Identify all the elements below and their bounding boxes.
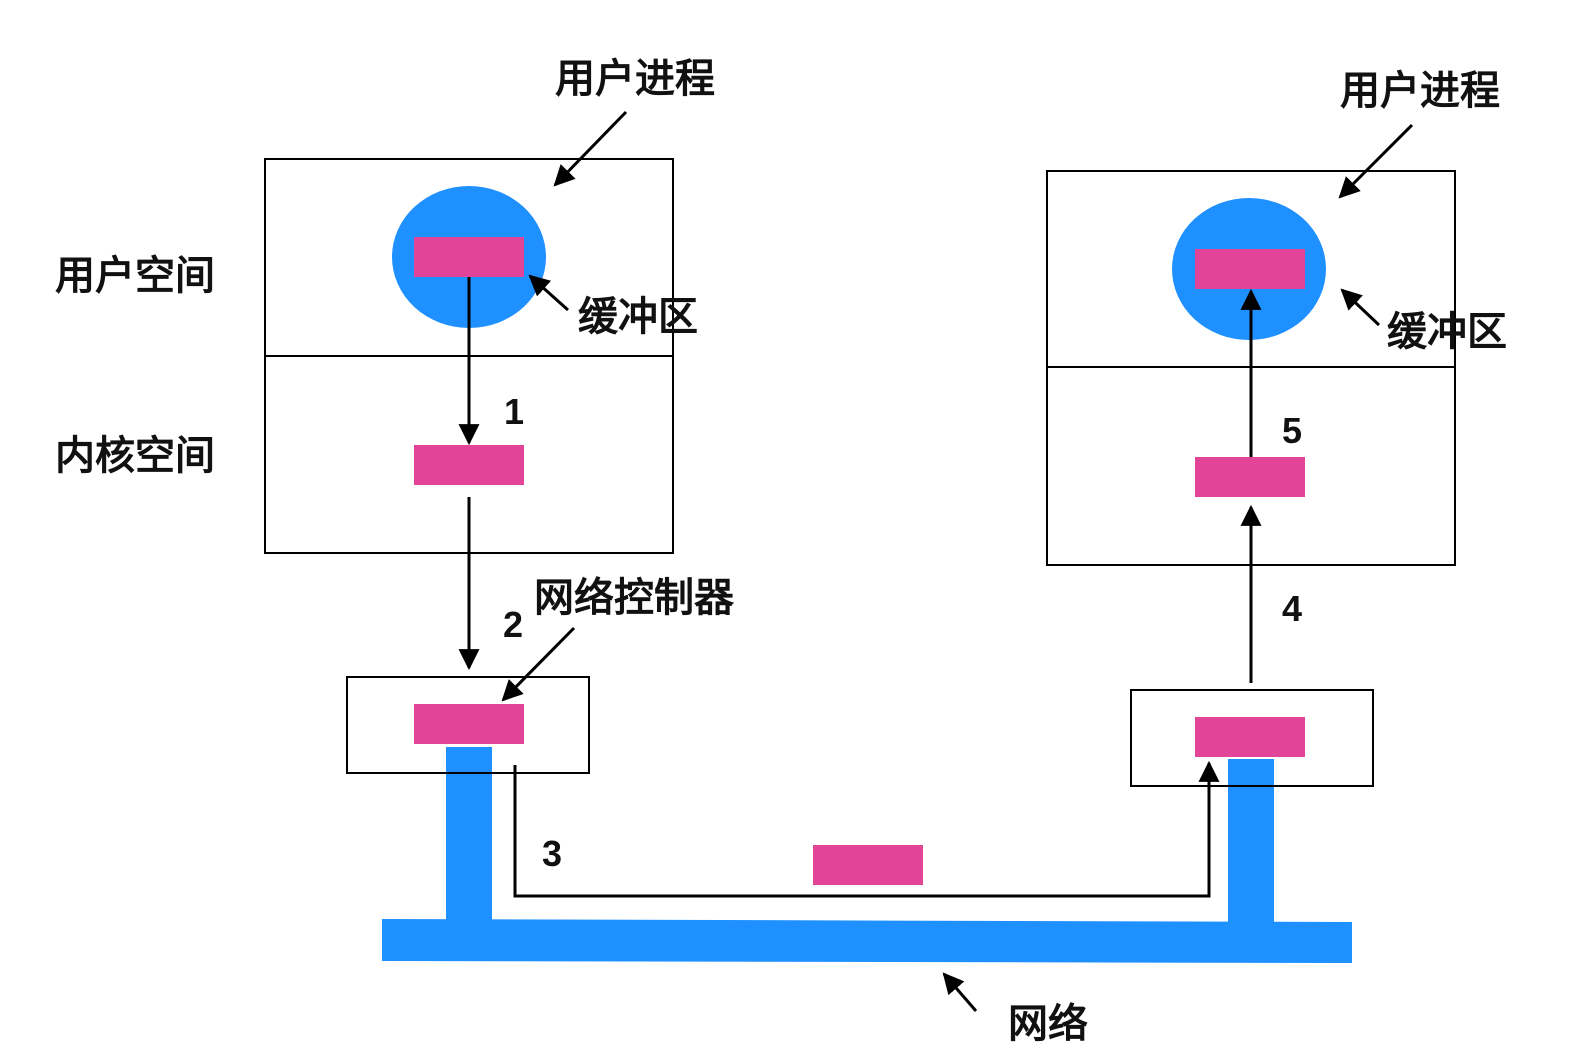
right-user-process-label: 用户进程 xyxy=(1340,68,1500,114)
in-transit-packet xyxy=(813,845,923,885)
right-controller-buffer xyxy=(1195,717,1305,757)
left-user-buffer xyxy=(414,237,524,277)
left-controller-frame xyxy=(346,676,590,774)
right-controller-frame xyxy=(1130,689,1374,787)
right-process-pointer-arrow xyxy=(1338,123,1414,199)
right-buffer-pointer-arrow xyxy=(1340,288,1381,327)
right-buffer-label: 缓冲区 xyxy=(1387,309,1507,355)
right-network-drop xyxy=(1228,759,1274,929)
left-network-drop xyxy=(446,747,492,927)
left-kernel-buffer xyxy=(414,445,524,485)
right-kernel-buffer xyxy=(1195,457,1305,497)
left-network-controller xyxy=(346,676,590,774)
step-3-arrow xyxy=(513,760,1220,898)
step-5-label: 5 xyxy=(1282,410,1302,451)
network-controller-label: 网络控制器 xyxy=(534,575,735,621)
network-pointer-arrow xyxy=(942,972,978,1012)
network-line xyxy=(382,919,1352,963)
network-label: 网络 xyxy=(1008,1001,1088,1047)
left-user-process-label: 用户进程 xyxy=(555,56,715,102)
kernel-space-label: 内核空间 xyxy=(55,433,215,479)
left-host xyxy=(264,158,674,554)
step-2-label: 2 xyxy=(503,604,523,645)
user-space-label: 用户空间 xyxy=(55,253,215,299)
right-user-buffer xyxy=(1195,249,1305,289)
step-3-label: 3 xyxy=(542,833,562,874)
controller-pointer-arrow xyxy=(501,626,576,702)
step-1-label: 1 xyxy=(504,391,524,432)
left-buffer-label: 缓冲区 xyxy=(578,294,698,340)
network-bus xyxy=(382,747,1352,963)
left-process-pointer-arrow xyxy=(553,110,628,187)
right-network-controller xyxy=(1130,689,1374,787)
left-buffer-pointer-arrow xyxy=(528,274,570,312)
left-controller-buffer xyxy=(414,704,524,744)
step-4-label: 4 xyxy=(1282,588,1302,629)
